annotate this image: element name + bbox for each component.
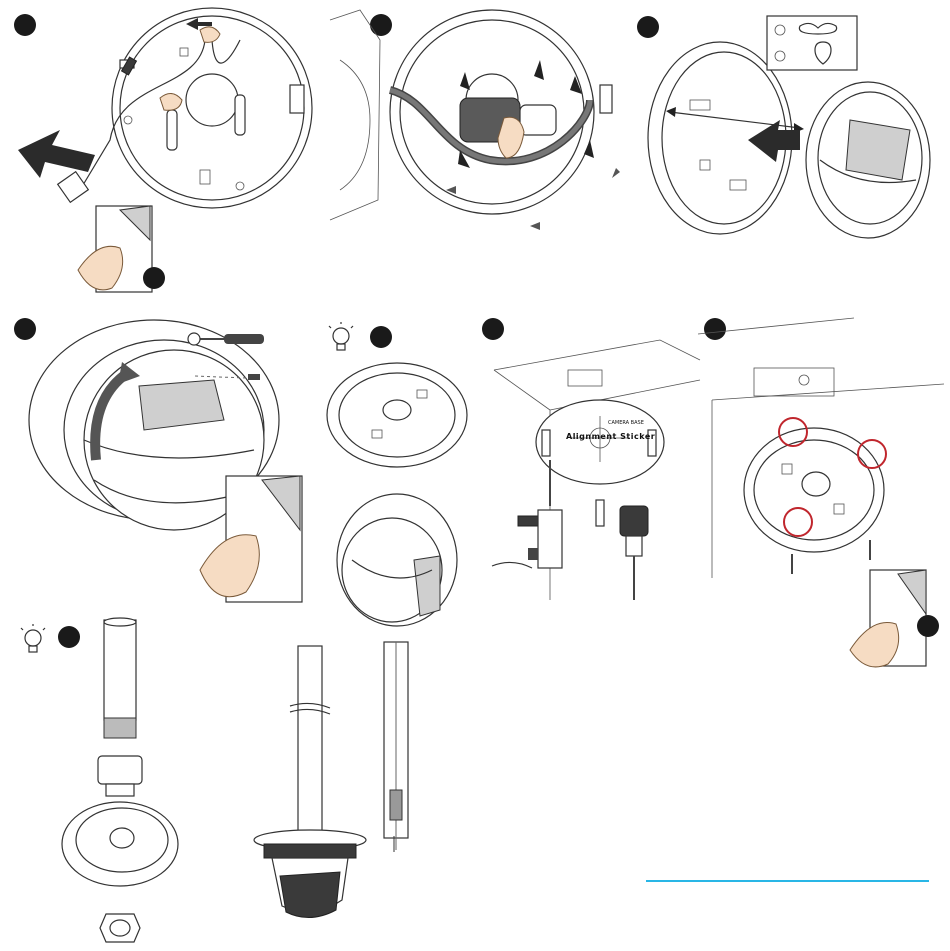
tip-lightbulb-icon-2	[20, 624, 46, 656]
pendant-pipe-assembly-illustration	[50, 618, 180, 951]
step-badge-tip1	[370, 326, 392, 348]
ceiling-drill-illustration	[490, 330, 710, 600]
ferrite-cable-illustration	[320, 0, 640, 250]
ceiling-base-screws-illustration	[694, 314, 950, 684]
hyperlink-underline[interactable]	[646, 880, 929, 882]
tip-lightbulb-icon	[328, 322, 354, 354]
mount-camera-illustration	[640, 10, 940, 260]
base-plate-cable-illustration	[0, 0, 320, 310]
alignment-sticker-label: Alignment Sticker	[566, 432, 655, 441]
alignment-sticker-small-text: CAMERA BASE	[608, 420, 644, 426]
pendant-pipe-wire-illustration	[378, 640, 418, 860]
rotate-lock-illustration	[14, 320, 314, 620]
tip-base-camera-illustration	[322, 360, 472, 635]
